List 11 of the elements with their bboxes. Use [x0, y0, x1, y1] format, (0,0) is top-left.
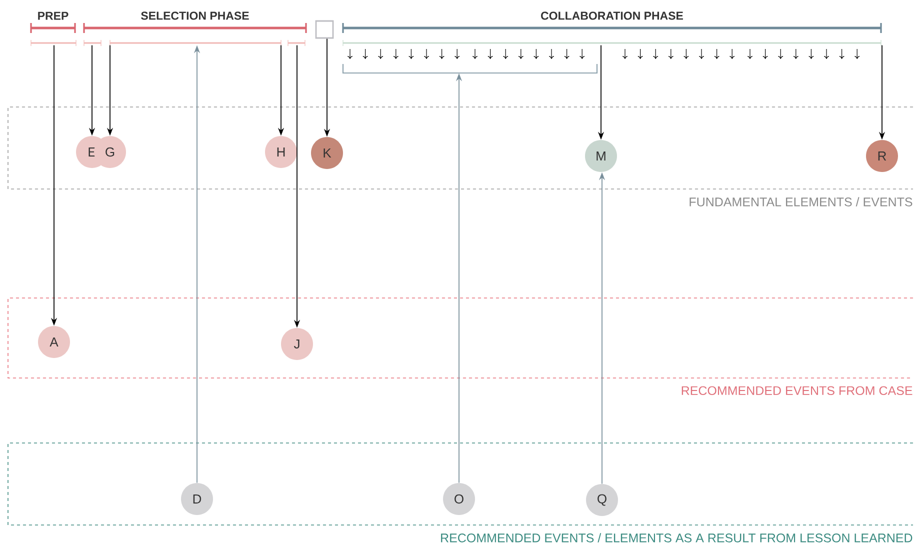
phase-bar: SELECTION PHASE — [83, 12, 307, 33]
segment-bar — [342, 40, 882, 46]
empty-box — [315, 20, 334, 39]
bracket — [342, 64, 598, 74]
segment-bar — [84, 40, 102, 46]
segment-bar — [30, 40, 76, 46]
segment-bar — [110, 40, 282, 46]
phase-bar: COLLABORATION PHASE — [342, 12, 882, 33]
segment-bar — [288, 40, 306, 46]
phase-bar: PREP — [30, 12, 76, 33]
node-label: G — [106, 147, 114, 157]
